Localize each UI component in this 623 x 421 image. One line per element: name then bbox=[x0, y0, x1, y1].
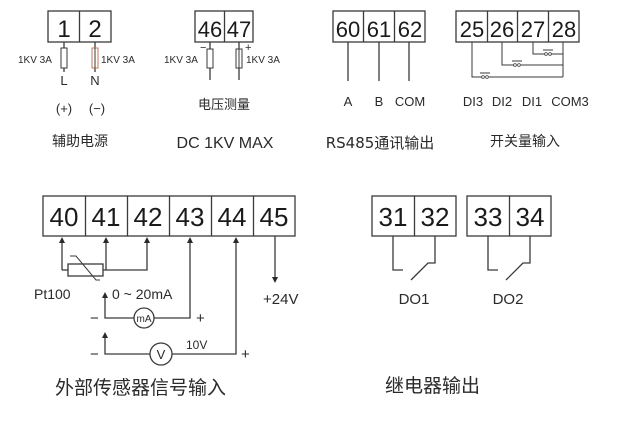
current-range-label: 0 ~ 20mA bbox=[112, 286, 173, 302]
line-label-COM3: COM3 bbox=[551, 94, 589, 109]
line-label-DI1: DI1 bbox=[522, 94, 542, 109]
line-label-L: L bbox=[60, 73, 67, 88]
line-label-COM: COM bbox=[395, 94, 425, 109]
terminal-40: 40 bbox=[50, 202, 79, 232]
sensor-input-group: 40 41 42 43 44 45 Pt100 0 ~ 20mA mA − + … bbox=[34, 195, 298, 399]
group-title: RS485通讯输出 bbox=[326, 134, 435, 152]
terminal-31: 31 bbox=[379, 202, 408, 232]
terminal-1: 1 bbox=[57, 16, 70, 43]
voltage-range-label: 10V bbox=[186, 338, 207, 352]
terminal-32: 32 bbox=[421, 202, 450, 232]
current-minus: − bbox=[90, 310, 99, 327]
relay-output-group: 31 32 33 34 DO1 DO2 继电器输出 bbox=[371, 195, 552, 397]
group-title: 开关量输入 bbox=[490, 134, 560, 150]
terminal-61: 61 bbox=[367, 17, 391, 42]
group-title: 辅助电源 bbox=[52, 134, 108, 150]
terminal-33: 33 bbox=[474, 202, 503, 232]
terminal-28: 28 bbox=[552, 17, 576, 42]
terminal-62: 62 bbox=[398, 17, 422, 42]
terminal-47: 47 bbox=[227, 17, 251, 42]
voltage-minus: − bbox=[90, 346, 99, 363]
group-subtitle: 电压测量 bbox=[198, 98, 250, 113]
arrow-up-icon bbox=[59, 237, 65, 243]
aux-power-group: 1 2 1KV 3A 1KV 3A L N (+) (−) 辅助电源 bbox=[18, 10, 135, 150]
terminal-41: 41 bbox=[92, 202, 121, 232]
rs485-group: 60 61 62 A B COM RS485通讯输出 bbox=[326, 10, 435, 152]
group-title: 继电器输出 bbox=[385, 375, 480, 397]
fuse-icon bbox=[60, 47, 68, 69]
line-label-DI3: DI3 bbox=[463, 94, 483, 109]
terminal-44: 44 bbox=[218, 202, 247, 232]
terminal-2: 2 bbox=[88, 16, 101, 43]
fuse-icon bbox=[206, 48, 214, 69]
terminal-25: 25 bbox=[460, 17, 484, 42]
terminal-42: 42 bbox=[134, 202, 163, 232]
relay-contact-icon bbox=[392, 236, 403, 271]
voltage-measure-group: 46 47 − + 1KV 3A 1KV 3A 电压测量 DC 1KV MAX bbox=[164, 10, 280, 152]
line-label-B: B bbox=[375, 94, 384, 109]
polarity-plus: (+) bbox=[56, 101, 72, 116]
terminal-34: 34 bbox=[516, 202, 545, 232]
switch-input-group: 25 26 27 28 DI3 DI2 DI1 COM3 开关量输入 bbox=[455, 10, 589, 150]
voltmeter-label: V bbox=[157, 347, 166, 362]
line-label-A: A bbox=[344, 94, 353, 109]
relay-contact-icon bbox=[487, 236, 498, 271]
terminal-60: 60 bbox=[336, 17, 360, 42]
group-title: DC 1KV MAX bbox=[177, 135, 274, 152]
fuse-label-46: 1KV 3A bbox=[164, 55, 198, 66]
terminal-27: 27 bbox=[521, 17, 545, 42]
fuse-label-1: 1KV 3A bbox=[18, 55, 52, 66]
do2-label: DO2 bbox=[493, 291, 524, 308]
terminal-26: 26 bbox=[490, 17, 514, 42]
fuse-label-2: 1KV 3A bbox=[101, 55, 135, 66]
resistor-icon bbox=[67, 263, 104, 277]
polarity-minus: − bbox=[200, 42, 206, 54]
supply-label: +24V bbox=[263, 291, 298, 308]
terminal-46: 46 bbox=[198, 17, 222, 42]
line-label-N: N bbox=[90, 73, 99, 88]
ammeter-label: mA bbox=[137, 314, 152, 325]
fuse-label-47: 1KV 3A bbox=[246, 55, 280, 66]
terminal-43: 43 bbox=[176, 202, 205, 232]
current-plus: + bbox=[196, 310, 205, 327]
group-title: 外部传感器信号输入 bbox=[55, 377, 226, 399]
polarity-minus: (−) bbox=[89, 101, 105, 116]
arrow-down-icon bbox=[272, 277, 278, 283]
voltage-plus: + bbox=[241, 346, 250, 363]
line-label-DI2: DI2 bbox=[492, 94, 512, 109]
polarity-plus: + bbox=[245, 42, 251, 54]
pt100-label: Pt100 bbox=[34, 286, 71, 302]
terminal-45: 45 bbox=[260, 202, 289, 232]
do1-label: DO1 bbox=[399, 291, 430, 308]
